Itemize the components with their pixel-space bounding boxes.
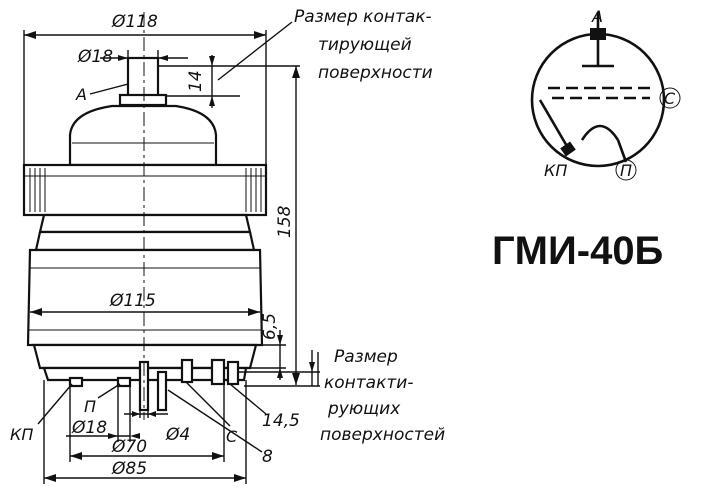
dim-d18-top-text: Ø18 [77,47,113,67]
dim-height [292,66,300,385]
label-filament-pin: П [84,397,96,416]
schem-cathode-label: КП [544,161,567,180]
dim-145-text: 14,5 [262,411,300,431]
schem-grid-label: С [664,89,676,108]
model-title: ГМИ-40Б [492,229,663,273]
dim-top [23,30,267,165]
top-dome [68,104,218,167]
note-top-line3: поверхности [318,63,433,83]
dim-d70-text: Ø70 [111,437,147,457]
dim-d115-text: Ø115 [109,291,156,311]
grid-terminal [659,87,681,109]
dim-145 [238,350,320,387]
note-top-line1: Размер контак- [294,7,432,27]
dim-d118-text: Ø118 [111,12,158,32]
dim-d18-bottom-text: Ø18 [71,418,107,438]
neck [38,213,252,234]
note-bottom-line2: контакти- [324,373,413,393]
schem-filament-label: П [620,161,632,180]
note-bottom-line1: Размер [334,347,398,367]
dim-158-text: 158 [275,205,295,238]
dim-65-text: 6,5 [260,313,280,340]
anode-label: А [75,85,87,104]
dim-d85-text: Ø85 [111,459,147,479]
filament-terminal [615,159,637,181]
anode-terminal [126,56,160,100]
label-grid-pin: С [226,427,238,446]
note-bottom-line4: поверхностей [320,425,445,445]
flange [22,163,268,217]
dim-body [30,308,260,316]
dim-14-top [158,55,300,108]
dim-d4-text: Ø4 [165,425,190,445]
dim-14-text: 14 [186,70,206,92]
tube-schematic [530,12,681,181]
schem-anode-label: А [591,7,603,26]
note-top-line2: тирующей [318,35,412,55]
dim-bottom [43,380,247,484]
note-bottom-line3: рующих [327,399,401,419]
filament-arc [580,124,620,141]
flange-knurl [29,168,262,212]
anode-collar [118,93,168,107]
label-cathode-pin: КП [10,425,33,444]
dim-anode [100,50,188,62]
dim-8-text: 8 [262,447,273,467]
tube-outline [22,12,268,420]
